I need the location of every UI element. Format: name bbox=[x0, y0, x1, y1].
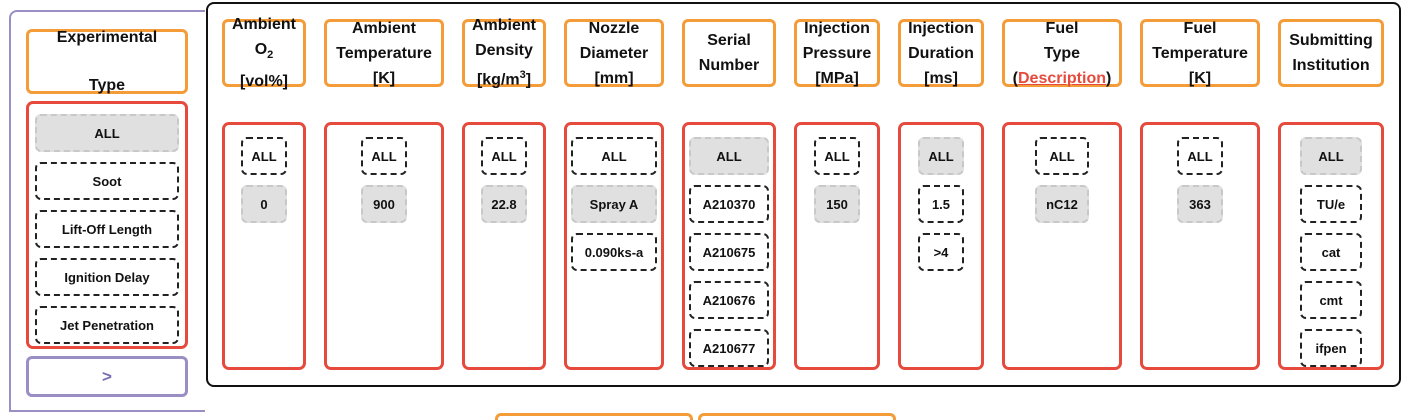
fuel-type-option-nc12[interactable]: nC12 bbox=[1035, 185, 1089, 223]
experimental-type-list: ALL Soot Lift-Off Length Ignition Delay … bbox=[26, 101, 188, 349]
serial-number-header-line2: Number bbox=[698, 57, 760, 74]
fuel-type-header-line1: Fuel bbox=[1045, 19, 1079, 37]
injection-duration-option-1-5[interactable]: 1.5 bbox=[918, 185, 964, 223]
nozzle-diameter-option-0-090ks-a[interactable]: 0.090ks-a bbox=[571, 233, 657, 271]
next-button[interactable]: > bbox=[26, 356, 188, 397]
ambient-density-header-line1: Ambient bbox=[472, 17, 536, 35]
bottom-action-button-1[interactable] bbox=[495, 413, 693, 420]
submitting-institution-option-cmt[interactable]: cmt bbox=[1300, 281, 1362, 319]
injection-pressure-header-line2: Pressure bbox=[802, 44, 872, 62]
ambient-density-header: Ambient Density [kg/m3] bbox=[462, 17, 546, 89]
injection-pressure-option-all[interactable]: ALL bbox=[814, 137, 860, 175]
ambient-temperature-list: ALL 900 bbox=[324, 122, 444, 370]
fuel-type-header-line2: Type bbox=[1043, 44, 1081, 62]
ambient-o2-option-all[interactable]: ALL bbox=[241, 137, 287, 175]
experimental-type-option-ignition-delay[interactable]: Ignition Delay bbox=[35, 258, 179, 296]
ambient-o2-header-line1: Ambient bbox=[232, 16, 296, 34]
nozzle-diameter-header-line1: Nozzle bbox=[588, 19, 640, 37]
nozzle-diameter-header-line2: Diameter bbox=[579, 44, 649, 62]
injection-pressure-header-line3: [MPa] bbox=[815, 69, 859, 87]
submitting-institution-header: Submitting Institution bbox=[1278, 19, 1384, 87]
ambient-temperature-header: Ambient Temperature [K] bbox=[324, 19, 444, 87]
ambient-temperature-header-line2: Temperature bbox=[336, 44, 432, 62]
experimental-type-option-lift-off-length[interactable]: Lift-Off Length bbox=[35, 210, 179, 248]
nozzle-diameter-header-line3: [mm] bbox=[594, 69, 634, 87]
ambient-density-header-line3: [kg/m3] bbox=[476, 69, 532, 89]
injection-duration-header-line2: Duration bbox=[908, 44, 974, 62]
injection-duration-option-all[interactable]: ALL bbox=[918, 137, 964, 175]
nozzle-diameter-header: Nozzle Diameter [mm] bbox=[564, 19, 664, 87]
injection-duration-header-line3: [ms] bbox=[924, 69, 958, 87]
fuel-type-description-link[interactable]: Description bbox=[1017, 69, 1106, 87]
nozzle-diameter-option-all[interactable]: ALL bbox=[571, 137, 657, 175]
experimental-type-header-line1: Experimental bbox=[56, 28, 158, 46]
submitting-institution-header-line2: Institution bbox=[1292, 57, 1370, 74]
ambient-o2-option-0[interactable]: 0 bbox=[241, 185, 287, 223]
experimental-type-header-line2: Type bbox=[88, 76, 126, 94]
fuel-temperature-list: ALL 363 bbox=[1140, 122, 1260, 370]
fuel-type-option-all[interactable]: ALL bbox=[1035, 137, 1089, 175]
serial-number-option-a210676[interactable]: A210676 bbox=[689, 281, 769, 319]
filter-panel bbox=[206, 2, 1401, 387]
submitting-institution-option-all[interactable]: ALL bbox=[1300, 137, 1362, 175]
serial-number-header: Serial Number bbox=[682, 19, 776, 87]
fuel-type-header: Fuel Type (Description) bbox=[1002, 19, 1122, 87]
fuel-temperature-option-363[interactable]: 363 bbox=[1177, 185, 1223, 223]
serial-number-option-a210370[interactable]: A210370 bbox=[689, 185, 769, 223]
serial-number-option-all[interactable]: ALL bbox=[689, 137, 769, 175]
injection-duration-header-line1: Injection bbox=[908, 19, 974, 37]
ambient-o2-header-line3: [vol%] bbox=[240, 72, 288, 90]
nozzle-diameter-option-spray-a[interactable]: Spray A bbox=[571, 185, 657, 223]
nozzle-diameter-list: ALL Spray A 0.090ks-a bbox=[564, 122, 664, 370]
injection-pressure-option-150[interactable]: 150 bbox=[814, 185, 860, 223]
submitting-institution-option-tu-e[interactable]: TU/e bbox=[1300, 185, 1362, 223]
ambient-temperature-header-line3: [K] bbox=[372, 69, 396, 87]
serial-number-option-a210675[interactable]: A210675 bbox=[689, 233, 769, 271]
submitting-institution-header-line1: Submitting bbox=[1289, 32, 1373, 49]
ambient-density-list: ALL 22.8 bbox=[462, 122, 546, 370]
experimental-type-option-jet-penetration[interactable]: Jet Penetration bbox=[35, 306, 179, 344]
fuel-temperature-header-line1: Fuel bbox=[1183, 19, 1217, 37]
serial-number-header-line1: Serial bbox=[707, 32, 751, 49]
bottom-action-button-2[interactable] bbox=[698, 413, 896, 420]
injection-duration-list: ALL 1.5 >4 bbox=[898, 122, 984, 370]
ambient-o2-header-line2: O2 bbox=[254, 41, 274, 62]
injection-pressure-header: Injection Pressure [MPa] bbox=[794, 19, 880, 87]
experimental-type-header: Experimental Type bbox=[26, 29, 188, 94]
fuel-temperature-header: Fuel Temperature [K] bbox=[1140, 19, 1260, 87]
ambient-temperature-option-all[interactable]: ALL bbox=[361, 137, 407, 175]
ambient-o2-header: Ambient O2 [vol%] bbox=[222, 16, 306, 90]
experimental-type-option-all[interactable]: ALL bbox=[35, 114, 179, 152]
fuel-temperature-header-line2: Temperature bbox=[1152, 44, 1248, 62]
ambient-density-header-line2: Density bbox=[475, 42, 533, 60]
experimental-type-option-soot[interactable]: Soot bbox=[35, 162, 179, 200]
injection-pressure-list: ALL 150 bbox=[794, 122, 880, 370]
fuel-type-header-line3: (Description) bbox=[1012, 69, 1112, 87]
fuel-temperature-header-line3: [K] bbox=[1188, 69, 1212, 87]
injection-pressure-header-line1: Injection bbox=[804, 19, 870, 37]
ambient-density-option-all[interactable]: ALL bbox=[481, 137, 527, 175]
submitting-institution-list: ALL TU/e cat cmt ifpen bbox=[1278, 122, 1384, 370]
submitting-institution-option-cat[interactable]: cat bbox=[1300, 233, 1362, 271]
ambient-temperature-header-line1: Ambient bbox=[351, 19, 416, 37]
ambient-temperature-option-900[interactable]: 900 bbox=[361, 185, 407, 223]
serial-number-option-a210677[interactable]: A210677 bbox=[689, 329, 769, 367]
serial-number-list: ALL A210370 A210675 A210676 A210677 bbox=[682, 122, 776, 370]
ambient-density-option-22-8[interactable]: 22.8 bbox=[481, 185, 527, 223]
injection-duration-header: Injection Duration [ms] bbox=[898, 19, 984, 87]
fuel-temperature-option-all[interactable]: ALL bbox=[1177, 137, 1223, 175]
submitting-institution-option-ifpen[interactable]: ifpen bbox=[1300, 329, 1362, 367]
fuel-type-list: ALL nC12 bbox=[1002, 122, 1122, 370]
injection-duration-option-gt-4[interactable]: >4 bbox=[918, 233, 964, 271]
experimental-type-panel bbox=[9, 10, 205, 412]
ambient-o2-list: ALL 0 bbox=[222, 122, 306, 370]
